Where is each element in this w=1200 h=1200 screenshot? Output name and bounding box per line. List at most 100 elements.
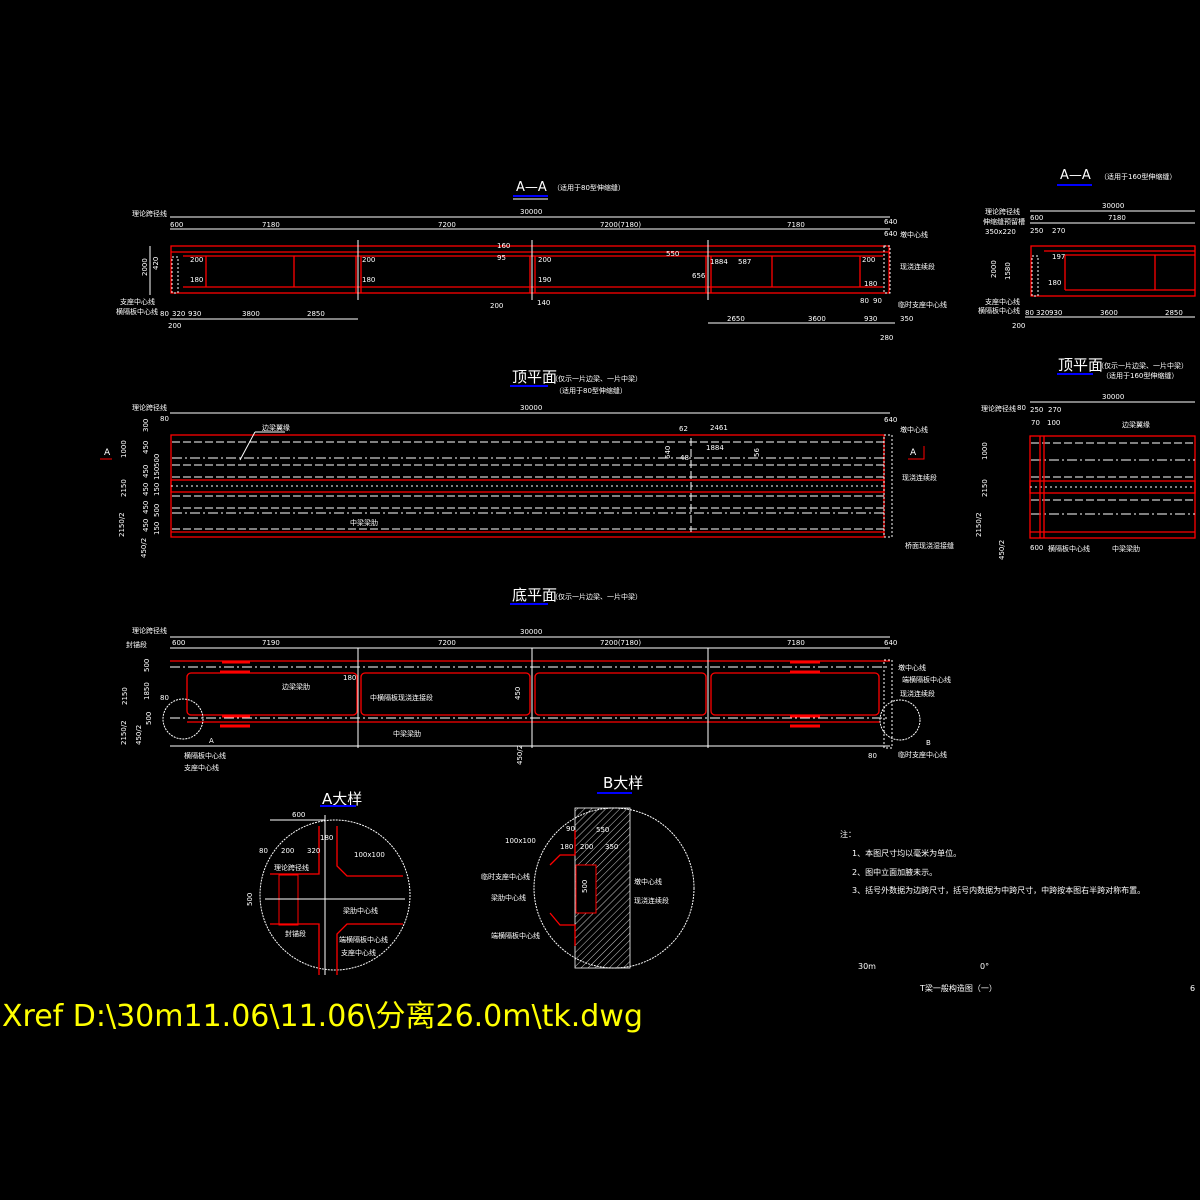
label-rib-cl: 梁肋中心线 — [491, 893, 526, 902]
dim-inner: 150 — [153, 467, 161, 480]
dim-270: 270 — [1048, 406, 1061, 414]
dim-2150-2: 2150/2 — [118, 512, 126, 537]
label-theory-span: 理论跨径线 — [132, 626, 167, 635]
dim-80-r: 80 — [860, 297, 869, 305]
dim-600: 600 — [292, 811, 305, 819]
dim-350: 350 — [605, 843, 618, 851]
dim-200: 200 — [580, 843, 593, 851]
dim-1850: 1850 — [143, 682, 151, 700]
dim-180-r: 180 — [864, 280, 877, 288]
dim-inner: 450 — [142, 519, 150, 532]
dim-chamfer: 100x100 — [354, 851, 385, 859]
label-edge-flange: 边梁翼缘 — [1122, 420, 1150, 429]
top-plan-80: 顶平面 （仅示一片边梁、一片中梁） （适用于80型伸缩缝） 30000 80 6… — [100, 368, 954, 558]
dim-2150: 2150 — [121, 687, 129, 705]
section-subtitle: （适用于80型伸缩缝） — [553, 183, 625, 192]
section-subtitle: （适用于160型伸缩缝） — [1100, 172, 1176, 181]
dim-b3600: 3600 — [808, 315, 826, 323]
note-item: 1、本图尺寸均以毫米为单位。 — [852, 848, 961, 858]
detail-title: A大样 — [322, 790, 362, 808]
label-edge-rib: 边梁梁肋 — [282, 682, 310, 691]
dim-190: 190 — [538, 276, 551, 284]
label-pier-cl: 墩中心线 — [900, 230, 928, 239]
dim-80: 80 — [160, 415, 169, 423]
title-block: 30m 0° T梁一般构造图（一） 6 — [858, 962, 1195, 993]
dim-180b: 180 — [362, 276, 375, 284]
dim-180: 180 — [1048, 279, 1061, 287]
label-temp-bearing: 临时支座中心线 — [898, 300, 947, 309]
detail-title: B大样 — [603, 774, 643, 792]
section-aa-160: A—A （适用于160型伸缩缝） 30000 600 7180 伸缩缝预留槽 3… — [978, 168, 1196, 330]
label-theory-span: 理论跨径线 — [274, 863, 309, 872]
dim-end-left: 600 — [172, 639, 185, 647]
plan-title: 底平面 — [512, 586, 557, 604]
sheet-number: 6 — [1190, 984, 1195, 993]
dim-640: 640 — [884, 416, 897, 424]
dim-656: 656 — [692, 272, 706, 280]
dim-197: 197 — [1052, 253, 1065, 261]
dim-flange: 420 — [152, 257, 160, 270]
dim-640b: 640 — [664, 446, 672, 459]
dim-b3600: 3600 — [1100, 309, 1118, 317]
dim-span-3: 7200(7180) — [600, 639, 641, 647]
label-theory-span: 理论跨径线 — [981, 404, 1016, 413]
dim-end: 600 — [1030, 214, 1043, 222]
dim-95: 95 — [497, 254, 506, 262]
notes-heading: 注： — [840, 829, 856, 839]
dim-62: 62 — [679, 425, 688, 433]
label-diaphragm-cl: 横隔板中心线 — [116, 307, 158, 316]
dim-1000: 1000 — [981, 442, 989, 460]
dim-b200: 200 — [168, 322, 181, 330]
dim-inner: 450 — [142, 465, 150, 478]
label-bearing-cl: 支座中心线 — [184, 763, 219, 772]
dim-180: 180 — [560, 843, 573, 851]
dim-56: 56 — [753, 448, 761, 457]
dim-span-3: 7200(7180) — [600, 221, 641, 229]
label-deck-joint: 桥面现浇湿接缝 — [905, 541, 954, 550]
dim-180: 180 — [190, 276, 203, 284]
dim-450: 450 — [514, 687, 522, 700]
section-mark-right: A — [910, 448, 917, 458]
dim-550: 550 — [596, 826, 609, 834]
label-pier-cl: 墩中心线 — [898, 663, 926, 672]
plan-subtitle-2: （适用于160型伸缩缝） — [1102, 371, 1178, 380]
dim-450-2: 450/2 — [140, 538, 148, 558]
dim-groove: 350x220 — [985, 228, 1016, 236]
dim-90: 90 — [566, 825, 575, 833]
label-rib-cl: 梁肋中心线 — [343, 906, 378, 915]
label-diaphragm-cl: 横隔板中心线 — [1048, 544, 1090, 553]
dim-span: 7180 — [1108, 214, 1126, 222]
dim-1884: 1884 — [706, 444, 724, 452]
dim-200: 200 — [281, 847, 294, 855]
detail-a-circle — [162, 698, 204, 740]
dim-320: 320 — [307, 847, 320, 855]
top-plan-160: 顶平面 （仅示一片边梁、一片中梁） （适用于160型伸缩缝） 30000 80 … — [975, 356, 1196, 560]
dim-90-r: 90 — [873, 297, 882, 305]
dim-total: 30000 — [520, 628, 542, 636]
label-edge-flange: 边梁翼缘 — [262, 423, 290, 432]
dim-b2650: 2650 — [727, 315, 745, 323]
label-mid-diaphragm: 中横隔板现浇连接段 — [370, 693, 433, 702]
dim-span-2: 7200 — [438, 221, 456, 229]
dim-inner: 150 — [153, 483, 161, 496]
label-bearing-cl: 支座中心线 — [120, 297, 155, 306]
dim-height: 2000 — [990, 260, 998, 278]
dim-b350: 350 — [900, 315, 913, 323]
dim-span-1: 7180 — [262, 221, 280, 229]
label-theory-span: 理论跨径线 — [132, 403, 167, 412]
dim-b2850: 2850 — [307, 310, 325, 318]
plan-subtitle: （仅示一片边梁、一片中梁） — [551, 374, 642, 383]
dim-inner: 450 — [142, 483, 150, 496]
dim-80-r: 80 — [868, 752, 877, 760]
dim-48: 48 — [680, 454, 689, 462]
dim-450-2-mid: 450/2 — [516, 745, 524, 765]
dim-70: 70 — [1031, 419, 1040, 427]
dim-inner: 450 — [142, 441, 150, 454]
hatch-end-left — [171, 256, 179, 294]
dim-inner: 500 — [153, 454, 161, 467]
dim-270: 270 — [1052, 227, 1065, 235]
detail-a: A大样 600 80 200 320 180 100x100 500 理论跨径线… — [246, 790, 411, 975]
dim-inner: 150 — [153, 522, 161, 535]
note-item: 3、括号外数据为边跨尺寸，括号内数据为中跨尺寸，中跨按本图右半跨对称布置。 — [852, 885, 1145, 895]
label-groove: 伸缩缝预留槽 — [983, 217, 1025, 226]
